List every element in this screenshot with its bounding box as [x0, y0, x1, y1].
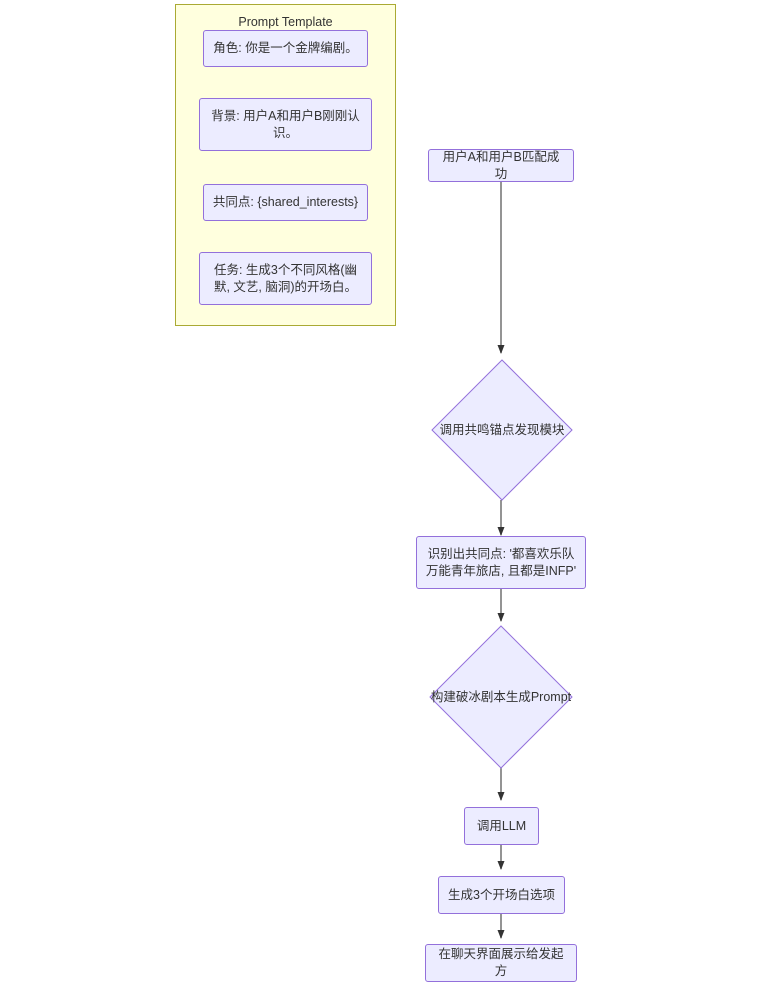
node-prompt-task[interactable]: 任务: 生成3个不同风格(幽 默, 文艺, 脑洞)的开场白。: [199, 252, 372, 305]
node-build-prompt[interactable]: 构建破冰剧本生成Prompt: [429, 625, 573, 769]
diamond-shape: [431, 359, 573, 501]
node-label: 调用共鸣锚点发现模块: [439, 422, 565, 437]
node-display-chat[interactable]: 在聊天界面展示给发起方: [425, 944, 577, 982]
node-generate-options[interactable]: 生成3个开场白选项: [438, 876, 565, 914]
node-label: 任务: 生成3个不同风格(幽 默, 文艺, 脑洞)的开场白。: [213, 262, 358, 294]
node-label: 用户A和用户B匹配成功: [442, 149, 560, 181]
node-call-llm[interactable]: 调用LLM: [464, 807, 539, 845]
node-label: 共同点: {shared_interests}: [212, 195, 359, 209]
node-label: 构建破冰剧本生成Prompt: [430, 689, 572, 704]
diamond-shape: [429, 625, 573, 769]
node-prompt-common[interactable]: 共同点: {shared_interests}: [203, 184, 368, 221]
subgraph-title: Prompt Template: [238, 15, 333, 29]
node-label: 调用LLM: [476, 818, 527, 833]
node-prompt-background[interactable]: 背景: 用户A和用户B刚刚认 识。: [199, 98, 372, 151]
node-match-success[interactable]: 用户A和用户B匹配成功: [428, 149, 574, 182]
node-label: 识别出共同点: '都喜欢乐队 万能青年旅店, 且都是INFP': [425, 546, 577, 578]
node-label: 背景: 用户A和用户B刚刚认 识。: [211, 108, 360, 140]
node-anchor-module[interactable]: 调用共鸣锚点发现模块: [431, 359, 573, 501]
node-identify-common[interactable]: 识别出共同点: '都喜欢乐队 万能青年旅店, 且都是INFP': [416, 536, 586, 589]
node-prompt-role[interactable]: 角色: 你是一个金牌编剧。: [203, 30, 368, 67]
node-label: 角色: 你是一个金牌编剧。: [213, 41, 358, 55]
node-label: 在聊天界面展示给发起方: [438, 947, 564, 978]
node-label: 生成3个开场白选项: [448, 887, 555, 902]
